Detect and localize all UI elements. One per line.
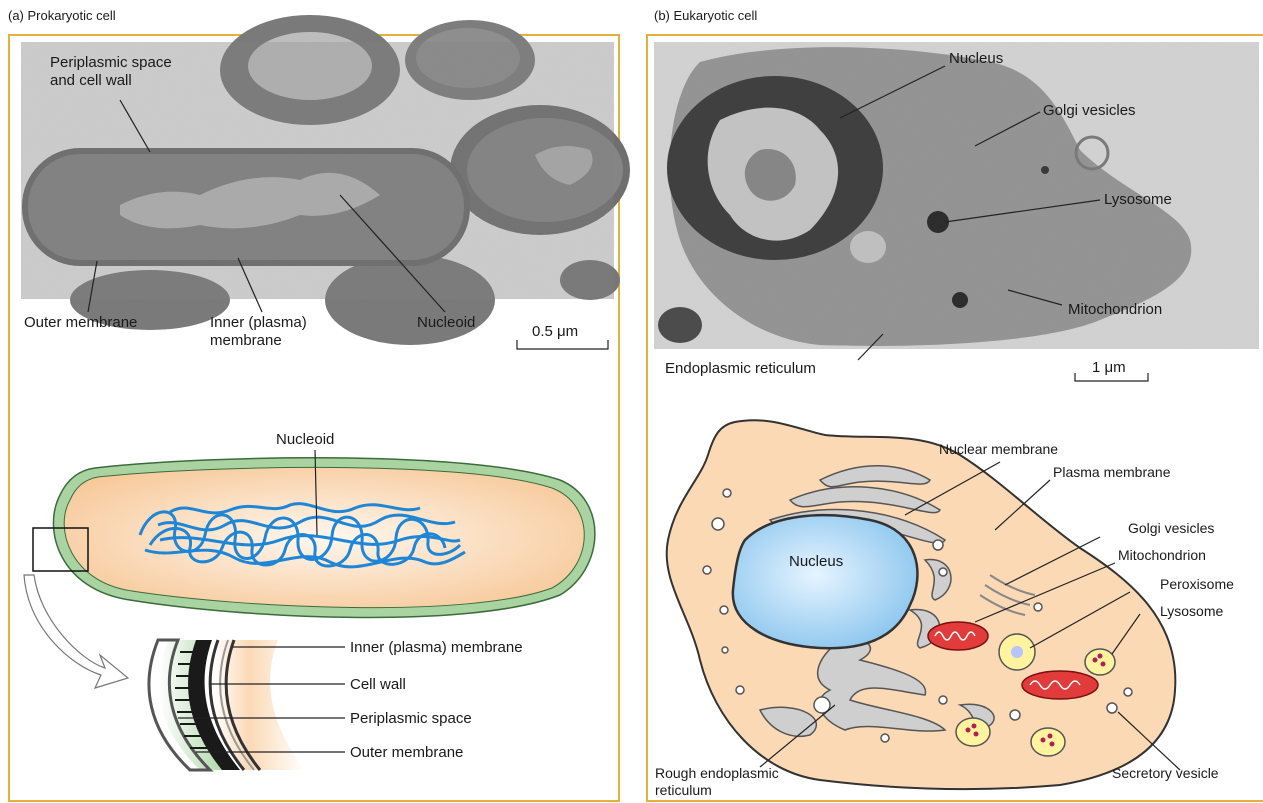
label-periplasmic-micro-2: and cell wall bbox=[50, 72, 132, 89]
label-nucleoid-diagram: Nucleoid bbox=[276, 431, 334, 448]
label-golgi-diagram: Golgi vesicles bbox=[1128, 520, 1214, 536]
label-er-micro: Endoplasmic reticulum bbox=[665, 360, 816, 377]
label-secretory-vesicle: Secretory vesicle bbox=[1112, 765, 1219, 781]
label-outer-membrane-micro: Outer membrane bbox=[24, 314, 137, 331]
label-peroxisome: Peroxisome bbox=[1160, 576, 1234, 592]
label-rough-er-2: reticulum bbox=[655, 782, 712, 798]
label-rough-er: Rough endoplasmic bbox=[655, 765, 779, 781]
label-lysosome-diagram: Lysosome bbox=[1160, 603, 1223, 619]
label-inner-membrane-micro-2: membrane bbox=[210, 332, 282, 349]
label-lysosome-micro: Lysosome bbox=[1104, 191, 1172, 208]
label-plasma-membrane: Plasma membrane bbox=[1053, 464, 1171, 480]
label-mito-micro: Mitochondrion bbox=[1068, 301, 1162, 318]
label-inner-membrane-diagram: Inner (plasma) membrane bbox=[350, 639, 523, 656]
label-mito-diagram: Mitochondrion bbox=[1118, 547, 1206, 563]
scale-bar-a bbox=[517, 340, 608, 349]
label-nucleoid-micro: Nucleoid bbox=[417, 314, 475, 331]
scale-label-b: 1 μm bbox=[1092, 359, 1126, 376]
label-nucleus-micro: Nucleus bbox=[949, 50, 1003, 67]
label-golgi-micro: Golgi vesicles bbox=[1043, 102, 1136, 119]
label-inner-membrane-micro: Inner (plasma) bbox=[210, 314, 307, 331]
label-nuclear-membrane: Nuclear membrane bbox=[939, 441, 1058, 457]
label-outer-membrane-diagram: Outer membrane bbox=[350, 744, 463, 761]
label-periplasmic-micro: Periplasmic space bbox=[50, 54, 172, 71]
label-periplasmic-diagram: Periplasmic space bbox=[350, 710, 472, 727]
label-cell-wall-diagram: Cell wall bbox=[350, 676, 406, 693]
label-nucleus-diagram: Nucleus bbox=[789, 553, 843, 570]
scale-label-a: 0.5 μm bbox=[532, 323, 578, 340]
nucleus-shape bbox=[733, 515, 918, 648]
membrane-cross-section bbox=[149, 640, 345, 770]
